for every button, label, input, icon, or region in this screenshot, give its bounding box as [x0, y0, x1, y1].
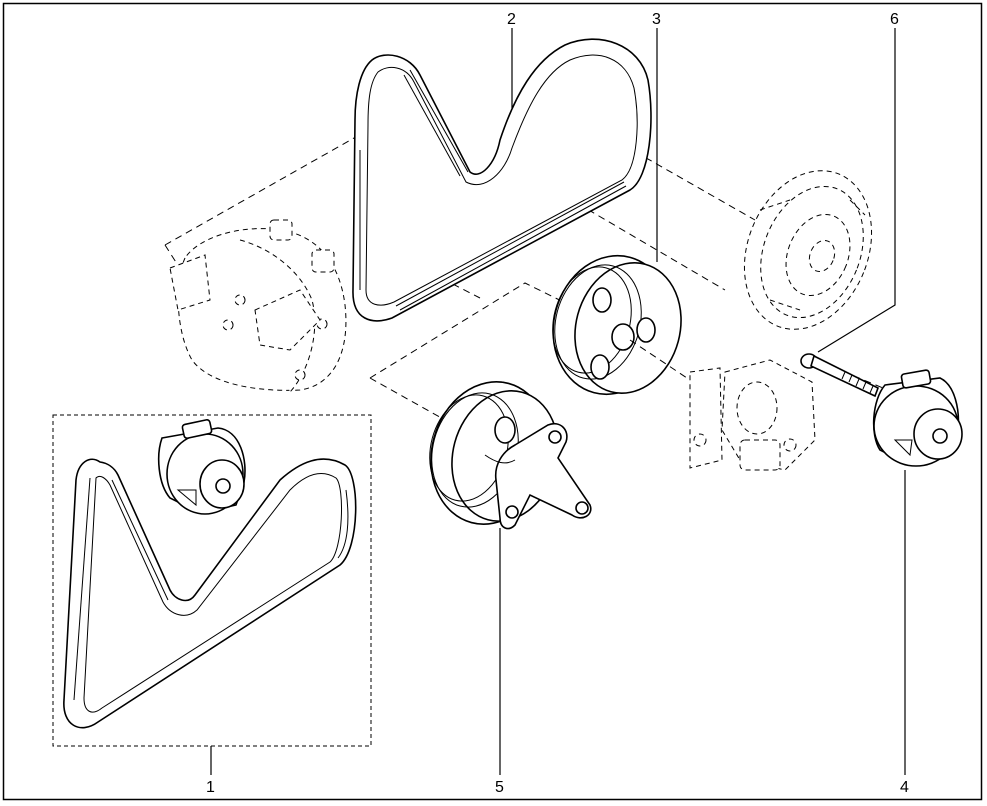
crankshaft-pulley-outline: [743, 170, 873, 330]
steering-pump-outline: [689, 359, 816, 471]
callout-6: 6: [890, 11, 899, 28]
callout-1: 1: [206, 779, 215, 796]
tensioner-4: [872, 369, 963, 467]
idler-pulley-3: [552, 254, 691, 396]
main-belt: [352, 38, 652, 322]
leader-6: [817, 28, 896, 353]
callout-2: 2: [507, 11, 516, 28]
leader-lines: [210, 28, 906, 775]
callout-3: 3: [652, 11, 661, 28]
kit-belt: [63, 458, 357, 729]
kit-tensioner: [157, 419, 246, 515]
callout-5: 5: [495, 779, 504, 796]
kit-boundary-box: [52, 414, 372, 747]
alternator-outline: [169, 219, 347, 393]
tensioner-bolt-6: [800, 353, 880, 398]
callout-4: 4: [900, 779, 909, 796]
water-pump-pulley-5: [429, 381, 592, 530]
